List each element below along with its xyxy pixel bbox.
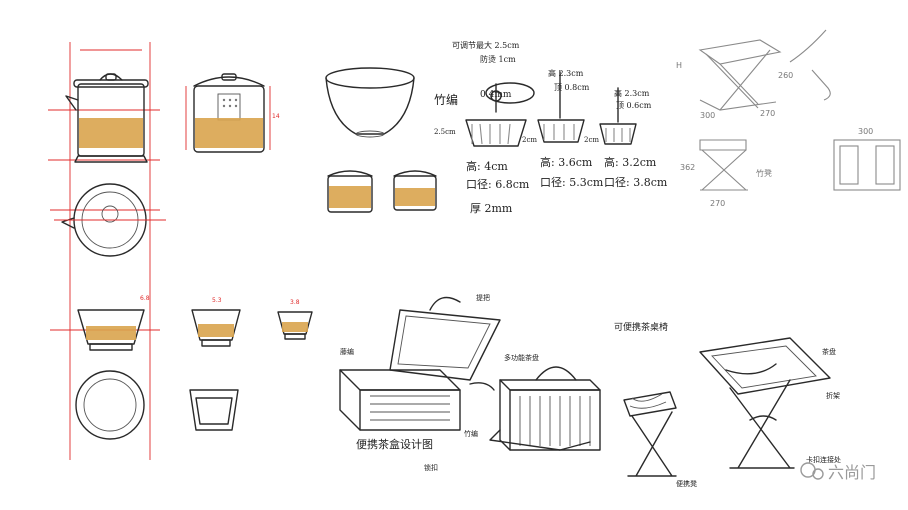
label-box: 多功能茶盘 (504, 353, 539, 362)
small-top1: 高 2.3cm (614, 88, 650, 98)
label-stool: 便携凳 (676, 479, 697, 488)
bottom-thickness: 厚 2mm (470, 202, 513, 215)
svg-text:5.3: 5.3 (212, 297, 222, 304)
small-top2: 顶 0.6cm (616, 101, 652, 110)
small-height: 高: 3.2cm (604, 155, 657, 169)
cup-dimension-sketch: 可调节最大 2.5cm 防烫 1cm 竹编 0.4mm 2.5cm 2cm 2c… (434, 40, 668, 215)
svg-text:H: H (676, 61, 682, 70)
note-top: 可调节最大 2.5cm (452, 40, 520, 50)
label-frame: 折架 (826, 391, 840, 400)
mid-diameter: 口径: 5.3cm (540, 176, 604, 189)
label-rattan: 藤编 (340, 347, 354, 356)
svg-text:3.8: 3.8 (290, 299, 300, 306)
side-right: 2cm (584, 136, 599, 144)
label-handle: 提把 (476, 293, 490, 302)
dim-300b: 300 (858, 127, 873, 136)
label-tray: 茶盘 (822, 347, 836, 356)
tea-case-sketch: 提把 多功能茶盘 藤编 便携茶盒设计图 竹编 锁扣 (339, 293, 601, 472)
dim-foot: 竹凳 (756, 168, 772, 178)
small-diameter: 口径: 3.8cm (604, 176, 668, 189)
mid-top1: 高 2.3cm (548, 68, 584, 78)
mid-height: 高: 3.6cm (540, 155, 593, 169)
side-mid: 2cm (522, 136, 537, 144)
dim-300: 300 (700, 111, 715, 120)
big-diameter: 口径: 6.8cm (466, 178, 530, 191)
watermark-text: 六尚门 (828, 463, 876, 482)
mid-top2: 顶 0.8cm (554, 83, 590, 92)
watermark: 六尚门 (800, 462, 876, 482)
side-left: 2.5cm (434, 128, 456, 136)
stool-gray-sketches: H 260 300 270 362 270 竹凳 300 (676, 29, 901, 208)
case-title: 便携茶盒设计图 (356, 437, 433, 451)
note-top2: 防烫 1cm (480, 54, 516, 64)
label-bamboo: 竹编 (464, 429, 478, 438)
dim-270: 270 (760, 109, 775, 118)
dim-260: 260 (778, 71, 793, 80)
thickness-label: 竹编 (434, 92, 458, 107)
thickness-value: 0.4mm (480, 90, 512, 100)
teapot-technical-drawings: 14 6.8 5.3 3.8 (48, 42, 313, 460)
dim-362: 362 (680, 163, 695, 172)
folding-furniture-sketch: 可便携茶桌椅 茶盘 折架 便携凳 卡扣连接处 (614, 321, 841, 488)
svg-text:14: 14 (272, 113, 280, 120)
dim-270b: 270 (710, 199, 725, 208)
label-latch: 锁扣 (424, 463, 438, 472)
label-pin: 卡扣连接处 (806, 455, 841, 464)
big-height: 高: 4cm (466, 159, 508, 173)
small-teapots-color (327, 170, 437, 213)
svg-text:6.8: 6.8 (140, 295, 150, 302)
glass-bowl-sketch (325, 67, 415, 138)
stool-title: 可便携茶桌椅 (614, 321, 668, 333)
